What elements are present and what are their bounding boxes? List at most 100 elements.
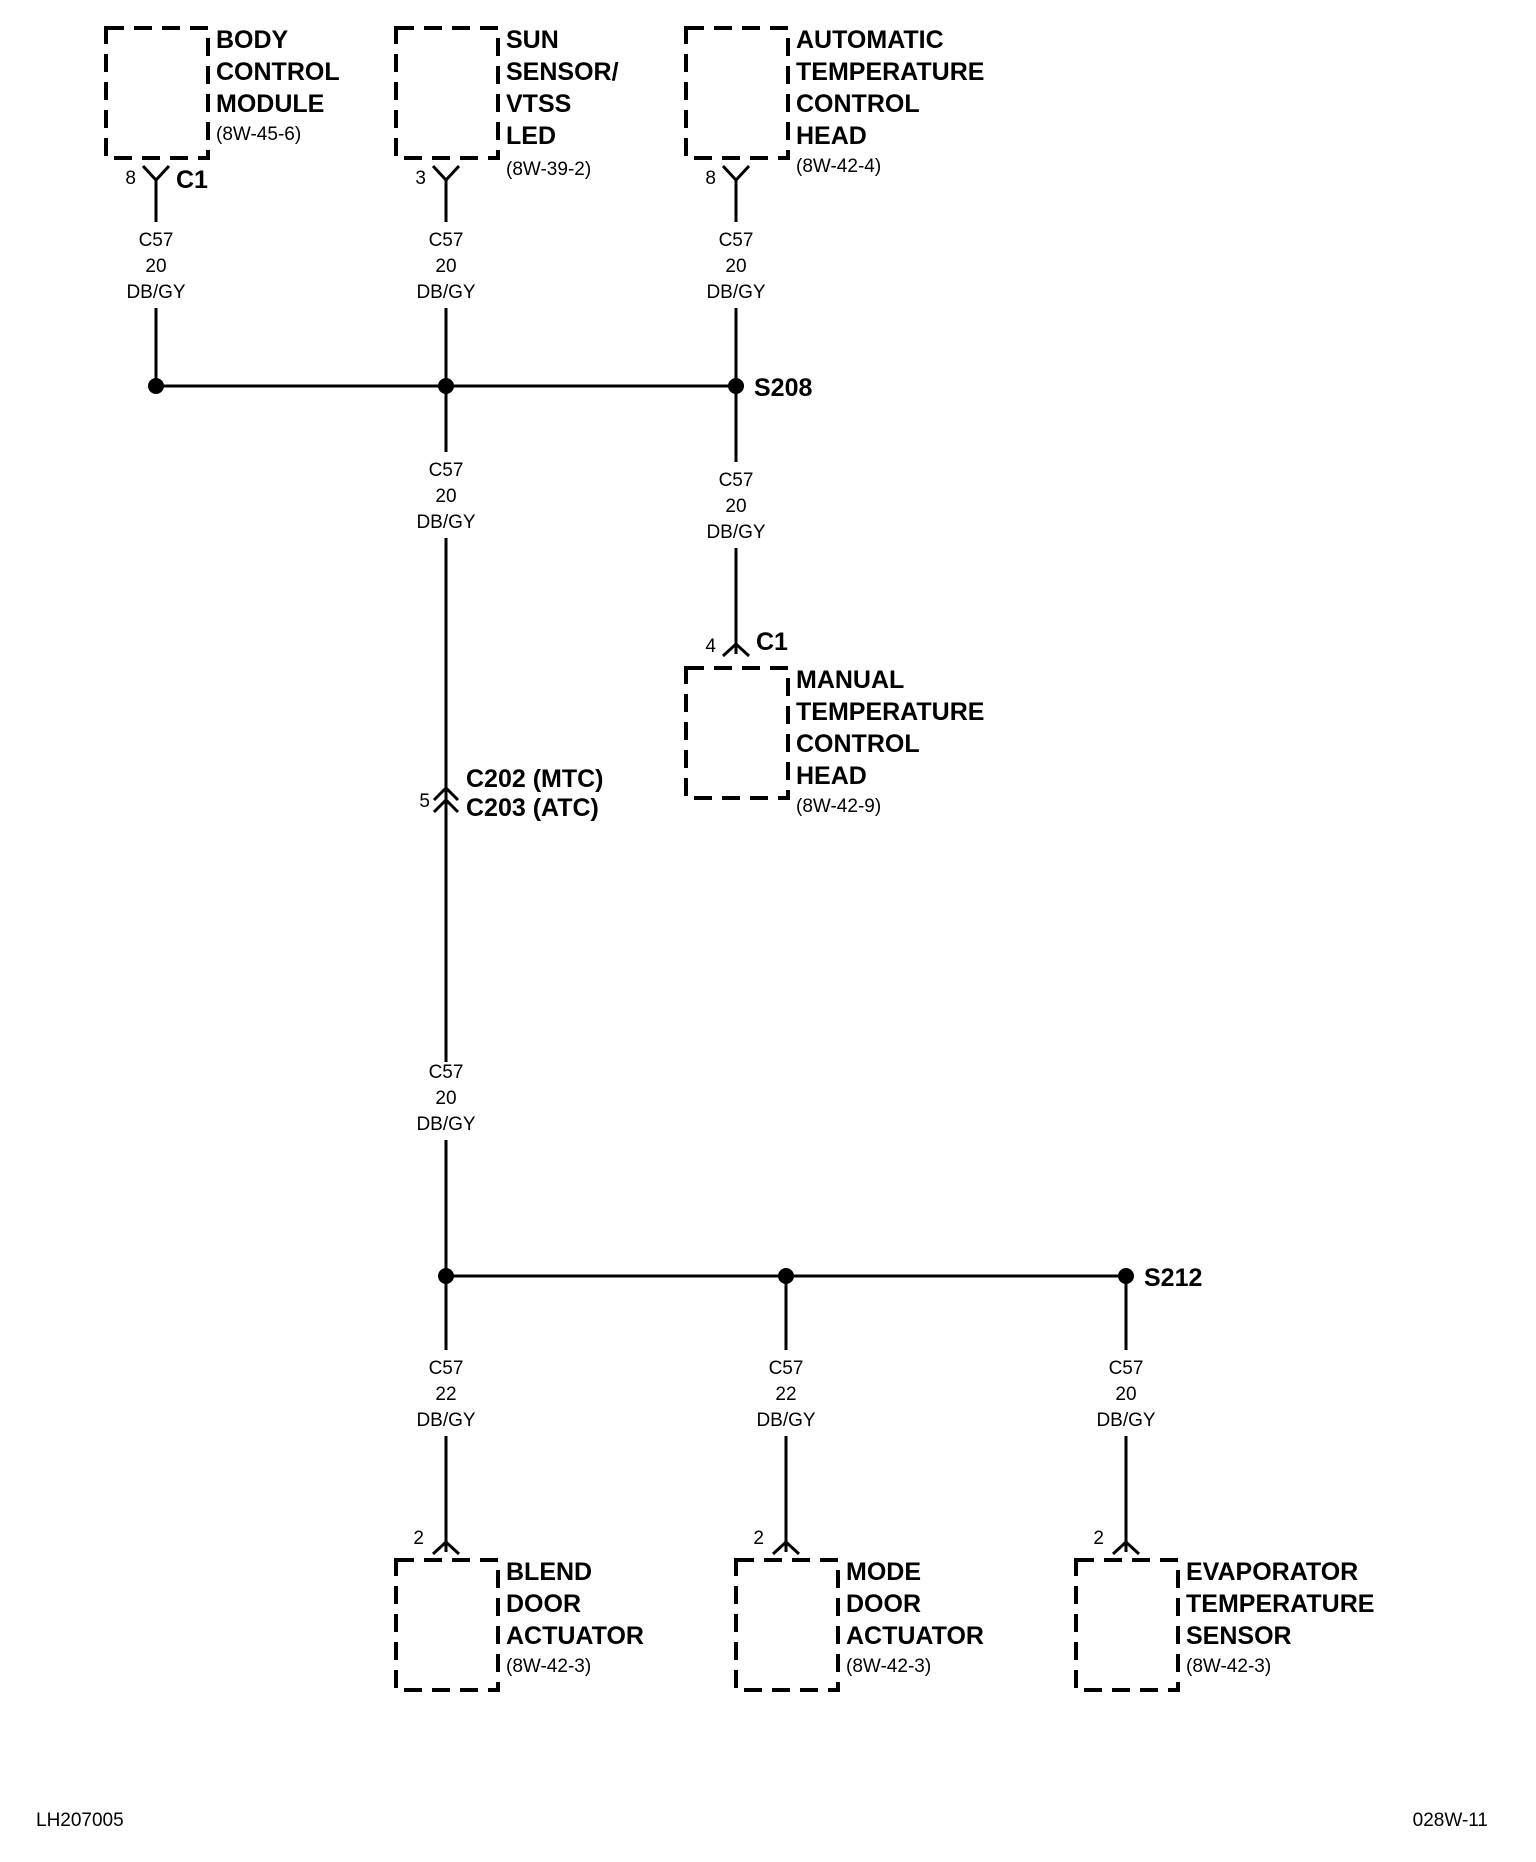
label-components-mtc-lines-3: HEAD [796, 762, 867, 790]
mtc-ref: (8W-42-9) [796, 796, 881, 817]
label-wires-w3-2: DB/GY [706, 282, 765, 303]
body-control-module: BODY CONTROL MODULE (8W-45-6) [104, 26, 340, 160]
wire-label-w3: C57 20 DB/GY [706, 230, 765, 303]
splice-s208: S208 [148, 374, 812, 402]
manual-temperature-control-head: MANUAL TEMPERATURE CONTROL HEAD (8W-42-9… [684, 666, 984, 817]
blend-door-actuator: BLEND DOOR ACTUATOR (8W-42-3) [394, 1558, 644, 1692]
label-wires-w3-1: 20 [725, 256, 746, 277]
label-components-atc-lines-1: TEMPERATURE [796, 58, 984, 86]
svg-text:CONTROL: CONTROL [796, 90, 920, 118]
bcm-ref: (8W-45-6) [216, 124, 301, 145]
blend-ref: (8W-42-3) [506, 1656, 591, 1677]
evap-pin: 2 [1093, 1528, 1104, 1549]
mode-pin: 2 [753, 1528, 764, 1549]
svg-text:EVAPORATOR: EVAPORATOR [1186, 1558, 1358, 1586]
label-wires-w8-2: DB/GY [756, 1410, 815, 1431]
blend-pin: 2 [413, 1528, 424, 1549]
svg-text:ACTUATOR: ACTUATOR [506, 1622, 644, 1650]
mtc-pin: 4 [705, 636, 716, 657]
mode-terminal: 2 [753, 1528, 801, 1556]
label-components-mode-lines-2: ACTUATOR [846, 1622, 984, 1650]
svg-text:ACTUATOR: ACTUATOR [846, 1622, 984, 1650]
label-wires-w8-0: C57 [769, 1358, 804, 1379]
label-wires-w2-0: C57 [429, 230, 464, 251]
svg-text:CONTROL: CONTROL [216, 58, 340, 86]
label-components-sun-lines-2: VTSS [506, 90, 571, 118]
svg-text:SENSOR/: SENSOR/ [506, 58, 619, 86]
label-components-mtc-lines-1: TEMPERATURE [796, 698, 984, 726]
blend-terminal: 2 [413, 1528, 461, 1556]
svg-text:LED: LED [506, 122, 556, 150]
svg-text:BODY: BODY [216, 26, 289, 54]
label-wires-w2-1: 20 [435, 256, 456, 277]
svg-text:BLEND: BLEND [506, 1558, 592, 1586]
svg-text:MODULE: MODULE [216, 90, 324, 118]
automatic-temperature-control-head: AUTOMATIC TEMPERATURE CONTROL HEAD (8W-4… [684, 26, 984, 177]
label-wires-w2-2: DB/GY [416, 282, 475, 303]
label-components-atc-lines-2: CONTROL [796, 90, 920, 118]
svg-text:TEMPERATURE: TEMPERATURE [796, 698, 984, 726]
label-wires-w1-1: 20 [145, 256, 166, 277]
bcm-connector: C1 [176, 166, 208, 194]
mtc-connector: C1 [756, 628, 788, 656]
label-components-atc-lines-0: AUTOMATIC [796, 26, 944, 54]
label-components-mtc-lines-2: CONTROL [796, 730, 920, 758]
label-wires-w9-2: DB/GY [1096, 1410, 1155, 1431]
label-wires-w5-2: DB/GY [706, 522, 765, 543]
sun-terminal: 3 [415, 164, 461, 189]
atc-ref: (8W-42-4) [796, 156, 881, 177]
label-wires-w6-1: 20 [435, 1088, 456, 1109]
svg-text:TEMPERATURE: TEMPERATURE [796, 58, 984, 86]
label-components-mtc-lines-0: MANUAL [796, 666, 904, 694]
label-wires-w4-2: DB/GY [416, 512, 475, 533]
label-wires-w9-1: 20 [1115, 1384, 1136, 1405]
sun-sensor-vtss-led: SUN SENSOR/ VTSS LED (8W-39-2) [394, 26, 619, 180]
bcm-terminal: 8 C1 [125, 164, 208, 194]
evaporator-temperature-sensor: EVAPORATOR TEMPERATURE SENSOR (8W-42-3) [1074, 1558, 1374, 1692]
label-components-sun-lines-3: LED [506, 122, 556, 150]
label-wires-w1-2: DB/GY [126, 282, 185, 303]
wire-label-w8: C57 22 DB/GY [756, 1358, 815, 1431]
label-components-blend-lines-2: ACTUATOR [506, 1622, 644, 1650]
label-components-blend-lines-1: DOOR [506, 1590, 581, 1618]
splice-s208-label: S208 [754, 374, 812, 402]
mode-ref: (8W-42-3) [846, 1656, 931, 1677]
svg-text:VTSS: VTSS [506, 90, 571, 118]
label-components-atc-lines-3: HEAD [796, 122, 867, 150]
wire-label-w5: C57 20 DB/GY [706, 470, 765, 543]
evap-terminal: 2 [1093, 1528, 1141, 1556]
inline-connector-label-1: C202 (MTC) [466, 765, 604, 793]
svg-text:TEMPERATURE: TEMPERATURE [1186, 1590, 1374, 1618]
inline-connector-c202-c203: 5 C202 (MTC) C203 (ATC) [419, 765, 603, 822]
label-components-evap-lines-1: TEMPERATURE [1186, 1590, 1374, 1618]
svg-text:SENSOR: SENSOR [1186, 1622, 1292, 1650]
label-components-evap-lines-0: EVAPORATOR [1186, 1558, 1358, 1586]
inline-connector-pin: 5 [419, 791, 430, 812]
sun-ref: (8W-39-2) [506, 159, 591, 180]
label-wires-w6-2: DB/GY [416, 1114, 475, 1135]
svg-text:AUTOMATIC: AUTOMATIC [796, 26, 944, 54]
label-components-evap-lines-2: SENSOR [1186, 1622, 1292, 1650]
label-wires-w9-0: C57 [1109, 1358, 1144, 1379]
label-components-mode-lines-1: DOOR [846, 1590, 921, 1618]
svg-text:MANUAL: MANUAL [796, 666, 904, 694]
svg-text:DOOR: DOOR [846, 1590, 921, 1618]
svg-text:DOOR: DOOR [506, 1590, 581, 1618]
label-wires-w7-1: 22 [435, 1384, 456, 1405]
atc-pin: 8 [705, 168, 716, 189]
label-components-bcm-lines-0: BODY [216, 26, 289, 54]
svg-text:MODE: MODE [846, 1558, 921, 1586]
label-components-blend-lines-0: BLEND [506, 1558, 592, 1586]
label-components-sun-lines-0: SUN [506, 26, 559, 54]
svg-text:HEAD: HEAD [796, 122, 867, 150]
label-components-mode-lines-0: MODE [846, 1558, 921, 1586]
inline-connector-label-2: C203 (ATC) [466, 794, 599, 822]
wire-label-w9: C57 20 DB/GY [1096, 1358, 1155, 1431]
label-wires-w7-2: DB/GY [416, 1410, 475, 1431]
bcm-pin: 8 [125, 168, 136, 189]
label-components-bcm-lines-2: MODULE [216, 90, 324, 118]
label-wires-w5-1: 20 [725, 496, 746, 517]
mtc-terminal: 4 C1 [705, 628, 788, 658]
label-wires-w1-0: C57 [139, 230, 174, 251]
footer-right-code: 028W-11 [1413, 1810, 1488, 1831]
